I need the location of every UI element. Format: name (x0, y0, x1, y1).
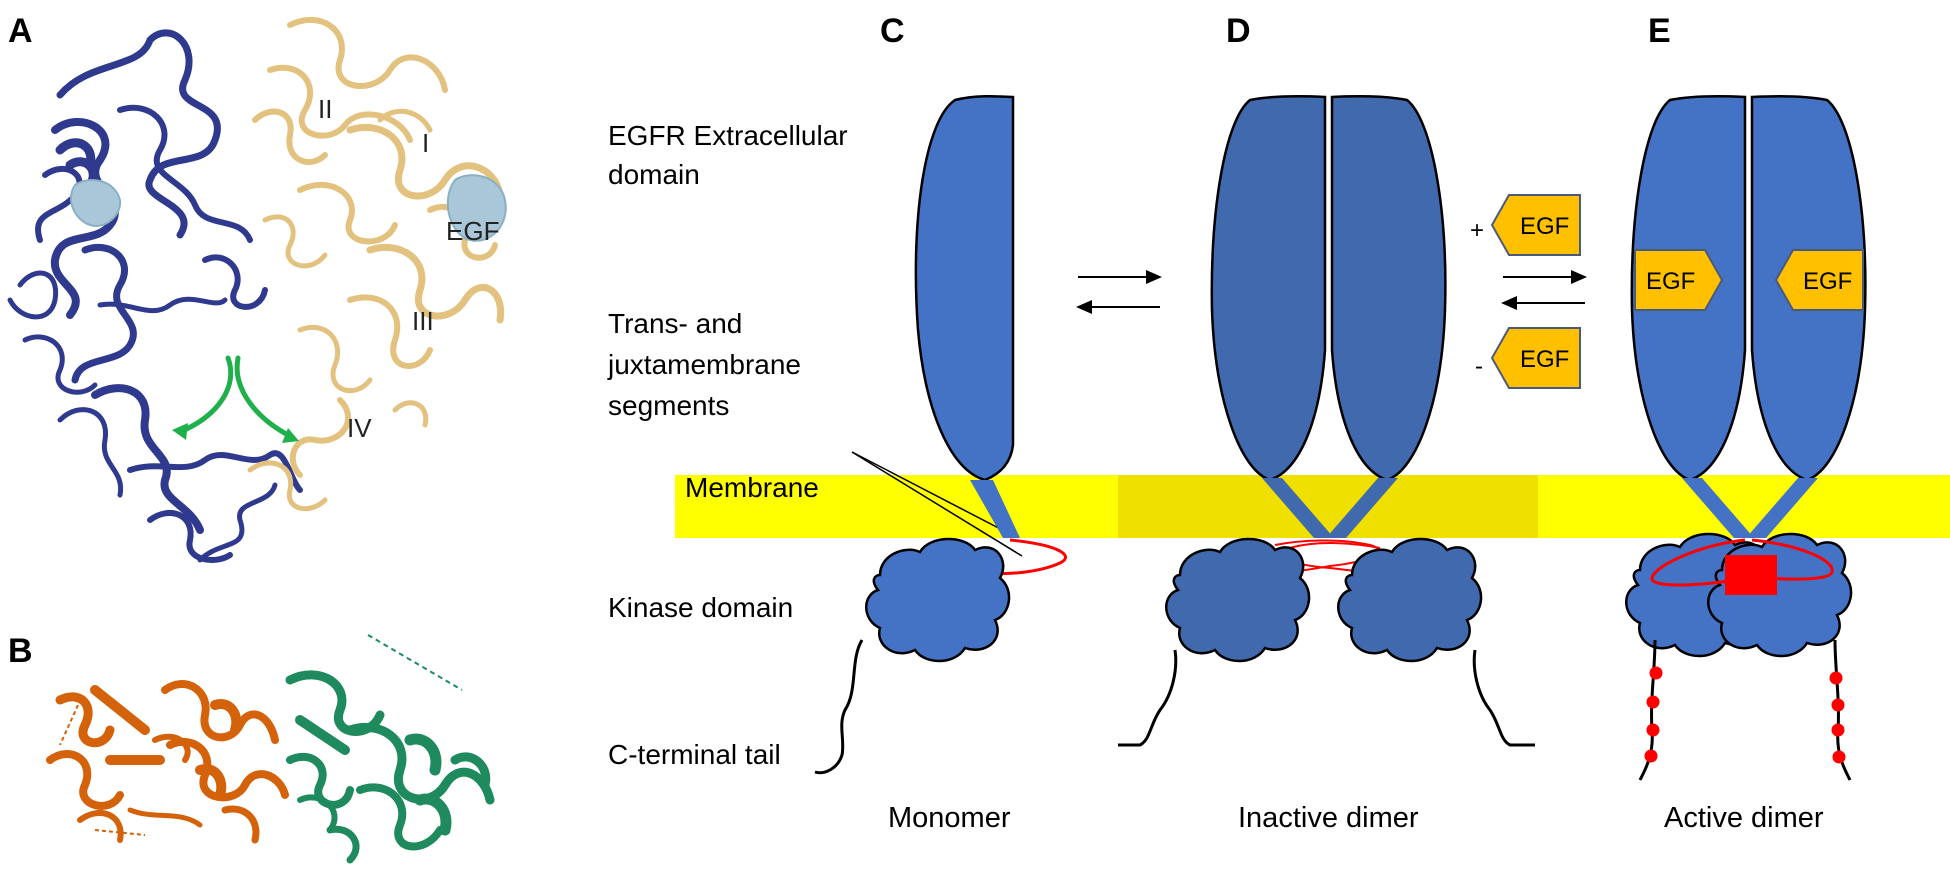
monomer-kinase-domain (865, 537, 1011, 663)
phospho-site (1646, 723, 1660, 737)
panel-a: A (7, 12, 507, 563)
minus-sign: - (1475, 353, 1483, 380)
monomer-jm-linker (984, 538, 1067, 576)
monomer-extracellular-domain (914, 94, 1015, 482)
membrane-dimer-region (1118, 475, 1538, 538)
label-trans-line2: juxtamembrane (607, 349, 801, 380)
inactive-extracellular-left (1210, 94, 1327, 482)
label-extracellular-line1: EGFR Extracellular (608, 120, 848, 151)
phospho-site (1649, 666, 1663, 680)
phosphorylation-sites (1644, 666, 1846, 764)
inactive-tm-left (1262, 478, 1334, 538)
panel-letter-d: D (1226, 12, 1251, 50)
egf-ribbon-left (70, 179, 122, 227)
label-extracellular-line2: domain (608, 159, 700, 190)
orange-dashed-loop-1 (59, 704, 79, 746)
domain-label-i: I (422, 128, 429, 158)
inactive-dimer (1118, 94, 1535, 747)
active-tm-right (1746, 478, 1818, 538)
equilibrium-arrows-cd (1076, 270, 1162, 314)
egf-bound-left-label: EGF (1646, 268, 1695, 295)
caption-inactive-dimer: Inactive dimer (1238, 802, 1419, 834)
green-dashed-loop (367, 634, 463, 691)
label-kinase: Kinase domain (608, 592, 793, 623)
inactive-c-tail-left (1118, 649, 1178, 747)
monomer-tm-segment (970, 480, 1020, 538)
panel-letter-c: C (880, 12, 905, 50)
label-tail: C-terminal tail (608, 739, 781, 770)
egf-ligand-plus (1490, 194, 1581, 256)
caption-monomer: Monomer (888, 802, 1011, 834)
egf-bound-right (1774, 249, 1864, 311)
egf-ligand-minus-label: EGF (1520, 346, 1569, 373)
inactive-tm-right (1326, 478, 1398, 538)
inactive-extracellular-right (1330, 94, 1447, 482)
inactive-kinase-left (1165, 537, 1311, 663)
orange-dashed-loop-2 (94, 829, 146, 836)
plus-sign: + (1470, 217, 1484, 244)
ligand-binding-equilibrium: + EGF - EGF (1470, 194, 1587, 389)
phospho-site (1832, 750, 1846, 764)
phospho-site (1831, 723, 1845, 737)
orange-kinase-ribbon (46, 680, 289, 844)
blue-protomer-ribbon (7, 29, 303, 563)
pointer-line-tm (851, 451, 1013, 536)
egf-bound-left (1634, 249, 1724, 311)
domain-label-iv: IV (347, 413, 372, 443)
domain-label-iii: III (412, 306, 434, 336)
label-trans-line3: segments (608, 390, 729, 421)
phospho-site (1646, 695, 1660, 709)
active-site-marker (1725, 555, 1777, 595)
label-trans-line1: Trans- and (608, 308, 742, 339)
panel-letter-a: A (8, 12, 33, 50)
caption-active-dimer: Active dimer (1664, 802, 1824, 834)
panel-letter-e: E (1648, 12, 1671, 50)
egf-label-structure: EGF (446, 216, 499, 246)
domain-label-ii: II (318, 94, 332, 124)
rotation-arrowhead-left (172, 423, 188, 440)
green-kinase-ribbon (285, 670, 495, 864)
schematic-panels: C D E EGFR Extracellular domain Trans- a… (607, 12, 1950, 834)
panel-letter-b: B (8, 632, 33, 670)
rotation-arrowhead-right (282, 428, 299, 443)
egf-ligand-plus-label: EGF (1520, 213, 1569, 240)
phospho-site (1644, 749, 1658, 763)
monomer-c-tail (814, 639, 864, 775)
panel-b: B (8, 632, 495, 864)
rotation-arrows (177, 355, 295, 440)
egf-ligand-minus (1490, 327, 1581, 389)
monomer-receptor (814, 94, 1067, 775)
active-dimer: EGF EGF (1625, 94, 1867, 781)
active-jm-linker-left (1650, 538, 1761, 587)
pointer-line-jm (851, 451, 1023, 557)
phospho-site (1829, 671, 1843, 685)
label-membrane: Membrane (685, 472, 819, 503)
active-tm-left (1682, 478, 1754, 538)
inactive-kinase-right (1337, 537, 1483, 663)
inactive-c-tail-right (1472, 649, 1535, 747)
egf-ribbon-right (446, 174, 507, 242)
egf-bound-right-label: EGF (1803, 268, 1852, 295)
phospho-site (1831, 698, 1845, 712)
